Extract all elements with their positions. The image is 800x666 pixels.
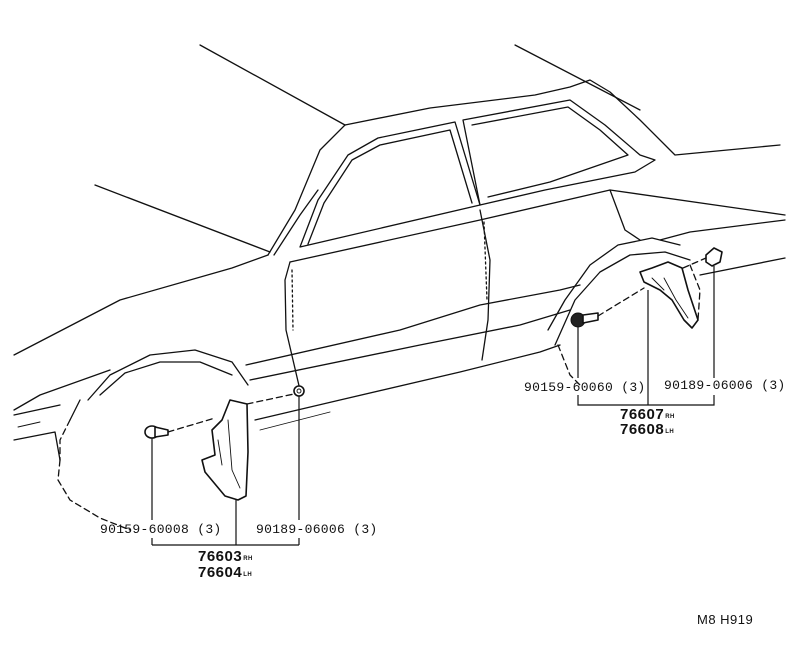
rear-clip-quantity: (3) xyxy=(761,378,786,393)
rear-mudguard-lh-label: 76608LH xyxy=(620,421,674,438)
front-bolt-quantity: (3) xyxy=(197,522,222,537)
rear-wheel-arch xyxy=(547,237,701,386)
front-bolt-fastener xyxy=(144,417,216,439)
front-mudguard-rh-side: RH xyxy=(243,556,253,562)
front-mudguard-lh-label: 76604LH xyxy=(198,564,252,581)
rear-bolt-quantity: (3) xyxy=(621,380,646,395)
rear-bolt-fastener xyxy=(570,287,645,328)
rear-clip-fastener xyxy=(682,247,723,269)
rear-clip-label: 90189-06006 (3) xyxy=(664,378,786,393)
front-bolt-label: 90159-60008 (3) xyxy=(100,522,222,537)
rear-bolt-part-number: 90159-60060 xyxy=(524,380,614,395)
rear-bolt-label: 90159-60060 (3) xyxy=(524,380,646,395)
front-mudguard-lh-side: LH xyxy=(243,572,253,578)
front-mudguard-rh-part-number: 76603 xyxy=(198,548,243,565)
rear-mudguard xyxy=(639,261,699,329)
front-clip-fastener xyxy=(246,385,305,405)
car-body-outline xyxy=(13,44,786,461)
rear-mudguard-rh-label: 76607RH xyxy=(620,406,675,423)
rear-mudguard-rh-part-number: 76607 xyxy=(620,406,665,423)
rear-mudguard-lh-part-number: 76608 xyxy=(620,421,665,438)
diagram-code: M8 H919 xyxy=(697,612,754,627)
rear-mudguard-lh-side: LH xyxy=(665,429,675,435)
rear-clip-part-number: 90189-06006 xyxy=(664,378,754,393)
front-mudguard xyxy=(201,399,249,501)
front-clip-label: 90189-06006 (3) xyxy=(256,522,378,537)
rear-mudguard-rh-side: RH xyxy=(665,414,675,420)
front-mudguard-lh-part-number: 76604 xyxy=(198,564,243,581)
leader-lines xyxy=(151,266,715,546)
front-wheel-arch xyxy=(57,349,249,531)
front-bolt-part-number: 90159-60008 xyxy=(100,522,190,537)
front-clip-quantity: (3) xyxy=(353,522,378,537)
front-mudguard-rh-label: 76603RH xyxy=(198,548,253,565)
front-clip-part-number: 90189-06006 xyxy=(256,522,346,537)
